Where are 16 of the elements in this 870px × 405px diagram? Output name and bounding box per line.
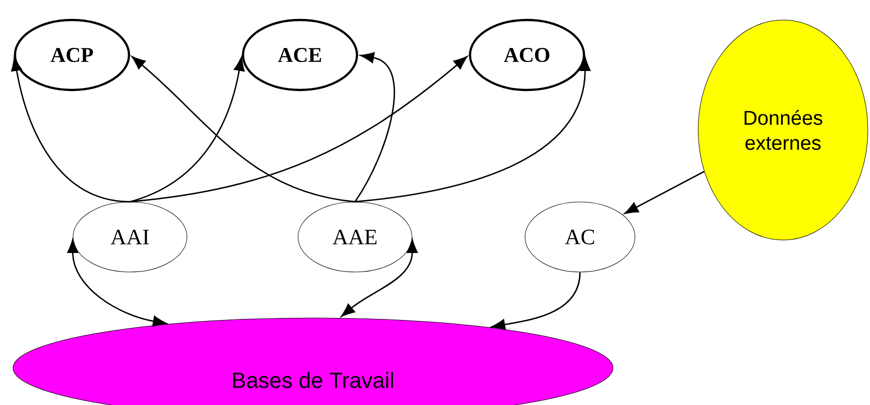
arrow: [354, 57, 591, 202]
arrow: [130, 56, 468, 202]
ellipse-node: AC: [524, 202, 636, 272]
arrow: [132, 56, 356, 202]
arrow: [67, 239, 167, 327]
ellipse-node: AAI: [72, 202, 188, 272]
arrow: [130, 57, 245, 202]
arrow: [491, 272, 581, 330]
ellipse-node: ACO: [468, 18, 586, 92]
ellipse-node: ACP: [14, 18, 130, 92]
ellipse-node: ACE: [242, 18, 358, 92]
arrow: [341, 239, 418, 317]
ellipse-node: AAE: [298, 202, 412, 272]
arrow: [354, 52, 395, 202]
arrow: [11, 57, 130, 202]
arrow: [624, 170, 705, 214]
